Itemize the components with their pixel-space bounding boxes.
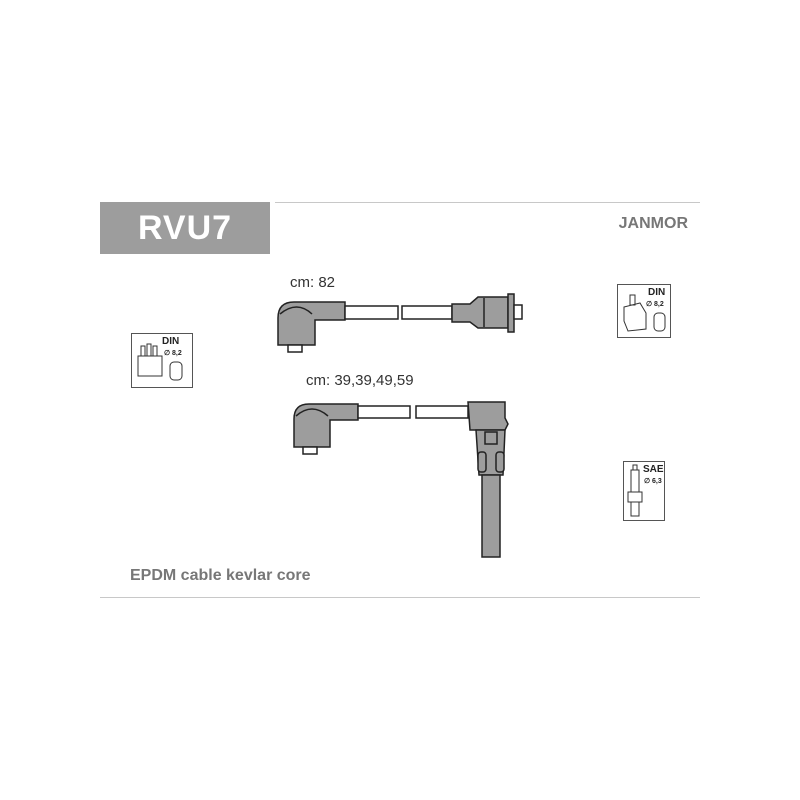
- icon-standard-label: DIN: [162, 336, 180, 347]
- spark-plug-sae-icon: SAE ∅ 6,3: [623, 461, 665, 521]
- divider-bottom: [100, 597, 700, 598]
- cable-description: EPDM cable kevlar core: [130, 567, 311, 584]
- coil-din-icon: DIN ∅ 8,2: [617, 284, 671, 338]
- icon-diameter-label: ∅ 8,2: [164, 350, 182, 357]
- icon-standard-label: DIN: [648, 287, 666, 298]
- divider-top: [275, 202, 700, 203]
- cable-2: [293, 401, 509, 558]
- cable-2-length: cm: 39,39,49,59: [306, 372, 414, 389]
- cable-1-wire-b: [401, 305, 453, 320]
- cable-1-elbow-boot: [277, 301, 346, 346]
- cable-1-connector: [507, 293, 515, 333]
- cable-2-terminal: [302, 446, 318, 455]
- cable-1-length: cm: 82: [290, 274, 336, 291]
- cable-1: [277, 293, 523, 353]
- icon-diameter-label: ∅ 8,2: [646, 301, 664, 308]
- cable-1-straight-boot: [451, 296, 509, 329]
- cable-1-terminal: [287, 344, 303, 353]
- cable-1-wire-a: [344, 305, 399, 320]
- cable-2-elbow-boot: [293, 403, 359, 448]
- icon-standard-label: SAE: [643, 464, 664, 475]
- cable-2-plug-head: [467, 401, 509, 431]
- cable-2-wire-a: [357, 405, 411, 419]
- icon-diameter-label: ∅ 6,3: [644, 478, 662, 485]
- cable-1-elbow-cap: [279, 306, 313, 315]
- cable-2-plug-tube: [481, 474, 501, 558]
- product-code: RVU7: [100, 202, 270, 254]
- brand-name: JANMOR: [618, 215, 688, 232]
- cable-2-wire-b: [415, 405, 469, 419]
- distributor-din-icon: DIN ∅ 8,2: [131, 333, 193, 388]
